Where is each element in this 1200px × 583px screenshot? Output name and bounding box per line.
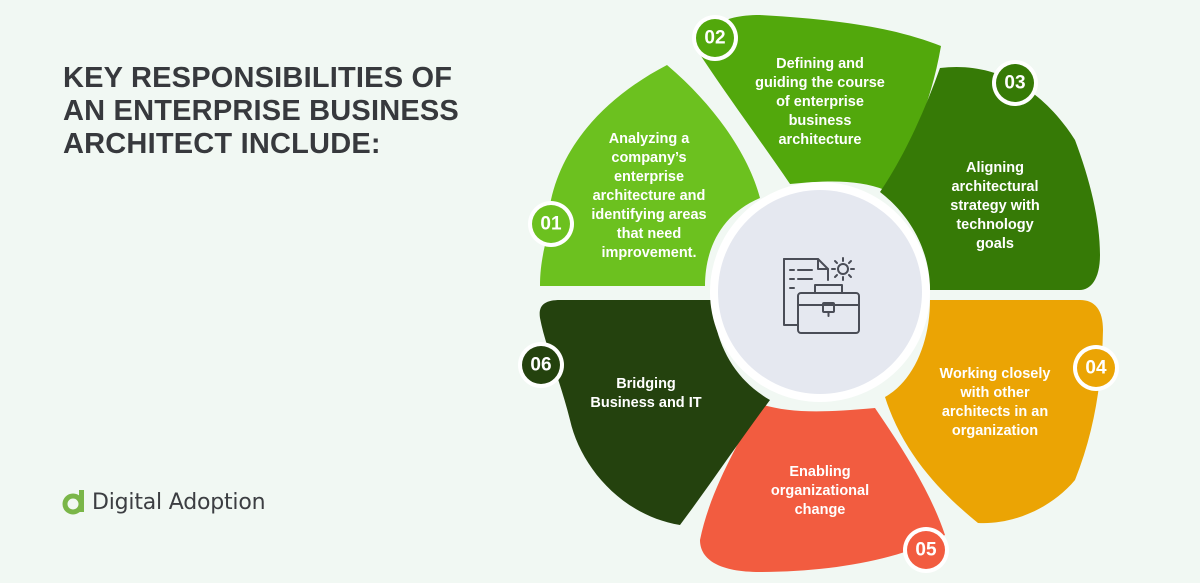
logo-text: Digital Adoption xyxy=(92,489,266,515)
segment-05 xyxy=(700,404,945,572)
segment-label-line: goals xyxy=(976,236,1014,252)
title-line-1: KEY RESPONSIBILITIES OF xyxy=(63,62,453,94)
title-line-3: ARCHITECT INCLUDE: xyxy=(63,128,381,160)
logo-mark-icon xyxy=(62,490,84,515)
segment-label-line: Analyzing a xyxy=(609,131,691,147)
segment-label-line: organization xyxy=(952,423,1038,439)
badge-number: 01 xyxy=(540,214,562,235)
segment-06 xyxy=(539,300,770,525)
segment-04 xyxy=(885,300,1103,524)
badge-number: 06 xyxy=(530,355,551,376)
segment-label-line: change xyxy=(795,502,846,518)
segment-label-05: Enabling organizational change xyxy=(771,464,869,518)
segment-label-line: business xyxy=(789,113,852,129)
segment-label-line: Aligning xyxy=(966,160,1024,176)
segment-03 xyxy=(880,66,1100,290)
number-badge-04: 04 xyxy=(1073,345,1119,391)
briefcase-document-gear-icon xyxy=(783,257,860,334)
segment-label-02: Defining and guiding the course of enterpr… xyxy=(755,56,885,148)
segment-label-line: Enabling xyxy=(789,464,850,480)
page-title: KEY RESPONSIBILITIES OF AN ENTERPRISE BU… xyxy=(63,62,483,161)
segment-label-line: Defining and xyxy=(776,56,864,72)
segment-label-line: that need xyxy=(617,226,681,242)
number-badge-03: 03 xyxy=(992,60,1038,106)
segment-label-line: architecture xyxy=(778,132,861,148)
segment-02 xyxy=(697,15,941,190)
number-badge-06: 06 xyxy=(518,342,564,388)
digital-adoption-logo: Digital Adoption xyxy=(62,486,266,518)
segment-label-line: with other xyxy=(959,385,1030,401)
segment-label-line: improvement. xyxy=(601,245,696,261)
badge-number: 05 xyxy=(915,540,937,561)
number-badge-02: 02 xyxy=(692,15,738,61)
segment-label-line: architectural xyxy=(951,179,1038,195)
badge-number: 02 xyxy=(704,28,725,49)
segment-label-line: identifying areas xyxy=(591,207,706,223)
segment-label-04: Working closely with other architects in a… xyxy=(940,366,1051,439)
segment-label-line: Working closely xyxy=(940,366,1051,382)
segment-label-line: company’s xyxy=(611,150,686,166)
badge-number: 03 xyxy=(1004,73,1025,94)
segment-label-03: Aligning architectural strategy with techno… xyxy=(950,160,1039,252)
segment-label-line: technology xyxy=(956,217,1033,233)
segment-label-line: guiding the course xyxy=(755,75,885,91)
segment-label-line: of enterprise xyxy=(776,94,864,110)
segment-01 xyxy=(540,65,760,286)
segment-label-line: Business and IT xyxy=(590,395,701,411)
segment-label-line: Bridging xyxy=(616,376,676,392)
segment-label-line: architects in an xyxy=(942,404,1048,420)
segment-label-01: Analyzing a company’s enterprise architectu… xyxy=(591,131,706,261)
number-badge-05: 05 xyxy=(903,527,949,573)
number-badge-01: 01 xyxy=(528,201,574,247)
segment-label-line: organizational xyxy=(771,483,869,499)
segment-label-line: enterprise xyxy=(614,169,684,185)
segment-label-line: strategy with xyxy=(950,198,1039,214)
badge-number: 04 xyxy=(1085,358,1107,379)
segment-label-line: architecture and xyxy=(593,188,706,204)
title-line-2: AN ENTERPRISE BUSINESS xyxy=(63,95,459,127)
